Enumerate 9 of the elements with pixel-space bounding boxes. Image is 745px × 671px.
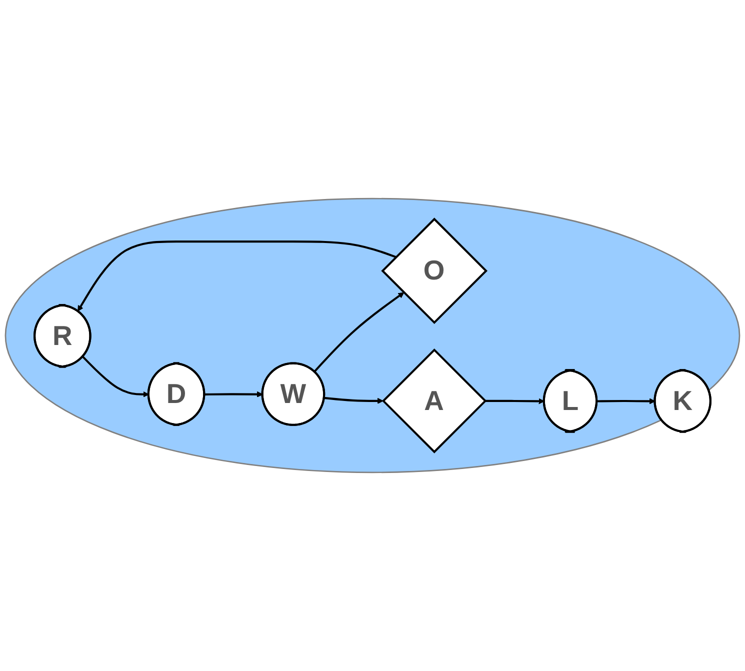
arrow xyxy=(82,356,150,398)
arrow xyxy=(78,240,396,312)
arrow xyxy=(324,396,384,404)
node-diamond: O xyxy=(381,218,488,324)
arrow xyxy=(596,398,656,404)
arrow xyxy=(484,398,545,404)
arrow xyxy=(204,391,263,398)
node-diamond: A xyxy=(382,348,487,454)
arrow xyxy=(314,292,404,372)
